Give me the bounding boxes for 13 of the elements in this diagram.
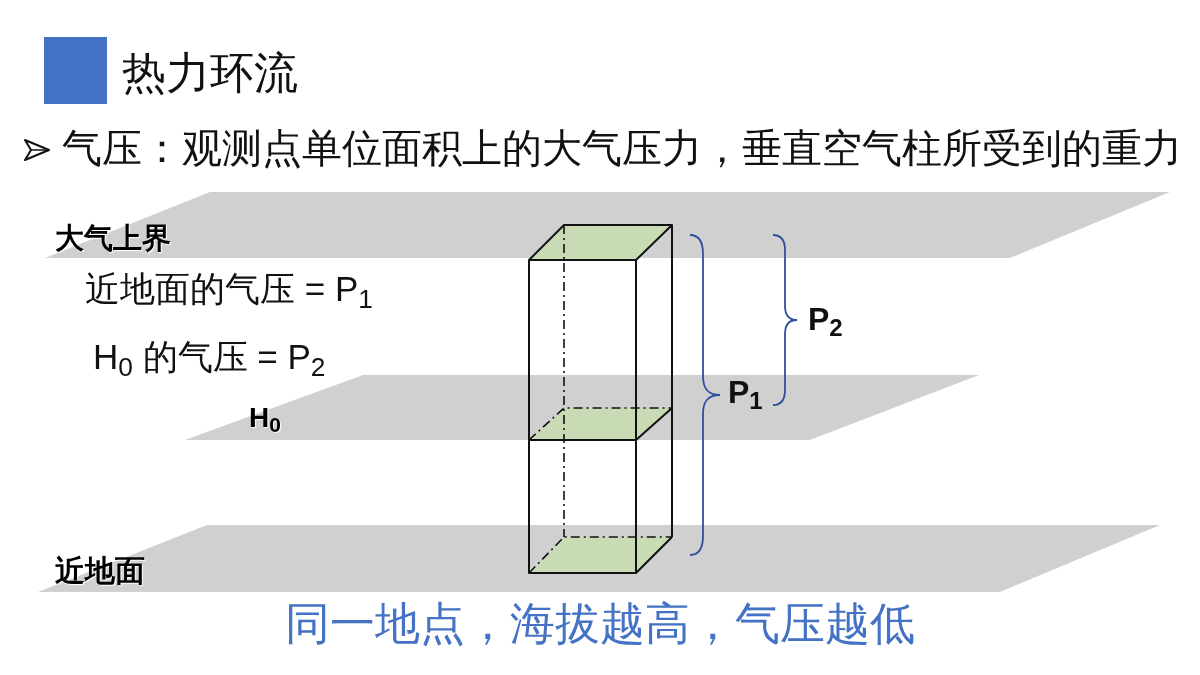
- horizontal-plane: [38, 525, 1160, 592]
- bracket-label: P$_{2}$: [808, 300, 843, 339]
- formula-text: H$_{0}$ 的气压 = P$_{2}$: [93, 336, 326, 378]
- plane-label: 大气上界: [55, 221, 171, 256]
- caption-text: 同一地点，海拔越高，气压越低: [285, 597, 915, 651]
- formula-text: 近地面的气压 = P$_{1}$: [85, 268, 373, 310]
- plane-label: 近地面: [55, 553, 145, 589]
- horizontal-plane: [185, 375, 979, 440]
- bracket-label: P$_{1}$: [728, 373, 763, 412]
- plane-label: H$_{0}$: [249, 401, 281, 435]
- horizontal-plane: [45, 192, 1170, 258]
- bullet-text: 气压：观测点单位面积上的大气压力，垂直空气柱所受到的重力: [62, 125, 1182, 172]
- slide-title: 热力环流: [122, 47, 298, 99]
